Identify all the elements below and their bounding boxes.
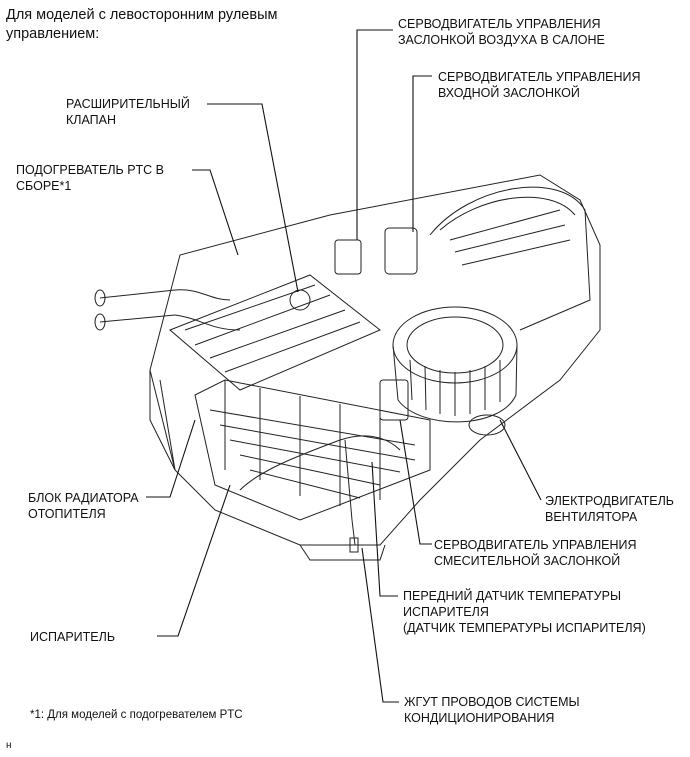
header-line-2: управлением:: [6, 26, 100, 42]
label-inlet-servo: СЕРВОДВИГАТЕЛЬ УПРАВЛЕНИЯ ВХОДНОЙ ЗАСЛОН…: [438, 69, 641, 101]
label-blower-motor: ЭЛЕКТРОДВИГАТЕЛЬ ВЕНТИЛЯТОРА: [545, 493, 674, 525]
mix-servo: [379, 379, 409, 421]
label-blower-motor-line-1: ЭЛЕКТРОДВИГАТЕЛЬ: [545, 494, 674, 508]
label-inlet-servo-line-2: ВХОДНОЙ ЗАСЛОНКОЙ: [438, 86, 580, 100]
inlet-servo: [384, 227, 418, 275]
expansion-valve: [289, 289, 311, 311]
label-inlet-servo-line-1: СЕРВОДВИГАТЕЛЬ УПРАВЛЕНИЯ: [438, 70, 641, 84]
label-mix-servo-line-2: СМЕСИТЕЛЬНОЙ ЗАСЛОНКОЙ: [434, 554, 621, 568]
label-cabin-air-servo-line-1: СЕРВОДВИГАТЕЛЬ УПРАВЛЕНИЯ: [398, 17, 601, 31]
leader-inlet-servo: [412, 75, 432, 232]
hvac-housing: [149, 174, 601, 546]
label-evap-sensor-line-3: (ДАТЧИК ТЕМПЕРАТУРЫ ИСПАРИТЕЛЯ): [403, 621, 646, 635]
heater-core-block: [194, 379, 431, 521]
label-expansion-valve: РАСШИРИТЕЛЬНЫЙ КЛАПАН: [66, 96, 190, 128]
leader-harness: [361, 547, 399, 703]
leader-blower-motor: [499, 419, 542, 501]
label-ptc-heater-line-1: ПОДОГРЕВАТЕЛЬ PTC В: [16, 163, 165, 177]
label-evap-sensor: ПЕРЕДНИЙ ДАТЧИК ТЕМПЕРАТУРЫ ИСПАРИТЕЛЯ (…: [403, 588, 646, 636]
leader-evaporator: [157, 484, 231, 637]
footnote: *1: Для моделей с подогревателем PTC: [30, 709, 243, 721]
cabin-air-servo: [334, 239, 362, 275]
header-line-1: Для моделей с левосторонним рулевым: [6, 7, 278, 23]
leader-evap-sensor: [371, 461, 398, 597]
label-evaporator-line-1: ИСПАРИТЕЛЬ: [30, 630, 116, 644]
label-heater-core: БЛОК РАДИАТОРА ОТОПИТЕЛЯ: [28, 490, 139, 522]
label-cabin-air-servo: СЕРВОДВИГАТЕЛЬ УПРАВЛЕНИЯ ЗАСЛОНКОЙ ВОЗД…: [398, 16, 605, 48]
label-mix-servo-line-1: СЕРВОДВИГАТЕЛЬ УПРАВЛЕНИЯ: [434, 538, 637, 552]
evaporator-block: [169, 274, 381, 391]
label-expansion-valve-line-1: РАСШИРИТЕЛЬНЫЙ: [66, 97, 190, 111]
refrigerant-pipes: [94, 289, 241, 331]
label-ptc-heater: ПОДОГРЕВАТЕЛЬ PTC В СБОРЕ*1: [16, 162, 164, 194]
label-blower-motor-line-2: ВЕНТИЛЯТОРА: [545, 510, 638, 524]
leader-lines: [146, 29, 542, 703]
label-harness: ЖГУТ ПРОВОДОВ СИСТЕМЫ КОНДИЦИОНИРОВАНИЯ: [404, 694, 580, 726]
label-heater-core-line-1: БЛОК РАДИАТОРА: [28, 491, 139, 505]
label-evaporator: ИСПАРИТЕЛЬ: [30, 629, 115, 645]
corner-mark: н: [6, 740, 12, 751]
wire-harness: [239, 435, 401, 546]
label-evap-sensor-line-1: ПЕРЕДНИЙ ДАТЧИК ТЕМПЕРАТУРЫ: [403, 589, 622, 603]
label-mix-servo: СЕРВОДВИГАТЕЛЬ УПРАВЛЕНИЯ СМЕСИТЕЛЬНОЙ З…: [434, 537, 637, 569]
leader-heater-core: [146, 419, 196, 498]
leader-ptc-heater: [192, 169, 239, 256]
header-text: Для моделей с левосторонним рулевым упра…: [6, 6, 277, 44]
leader-expansion-valve: [207, 103, 299, 293]
label-ptc-heater-line-2: СБОРЕ*1: [16, 179, 72, 193]
label-harness-line-1: ЖГУТ ПРОВОДОВ СИСТЕМЫ: [404, 695, 580, 709]
air-duct: [429, 186, 591, 331]
label-expansion-valve-line-2: КЛАПАН: [66, 113, 117, 127]
label-evap-sensor-line-2: ИСПАРИТЕЛЯ: [403, 605, 489, 619]
blower-fan: [392, 306, 518, 436]
label-harness-line-2: КОНДИЦИОНИРОВАНИЯ: [404, 711, 555, 725]
label-cabin-air-servo-line-2: ЗАСЛОНКОЙ ВОЗДУХА В САЛОНЕ: [398, 33, 605, 47]
leader-cabin-air-servo: [356, 29, 393, 240]
label-heater-core-line-2: ОТОПИТЕЛЯ: [28, 507, 106, 521]
leader-mix-servo: [399, 419, 432, 545]
